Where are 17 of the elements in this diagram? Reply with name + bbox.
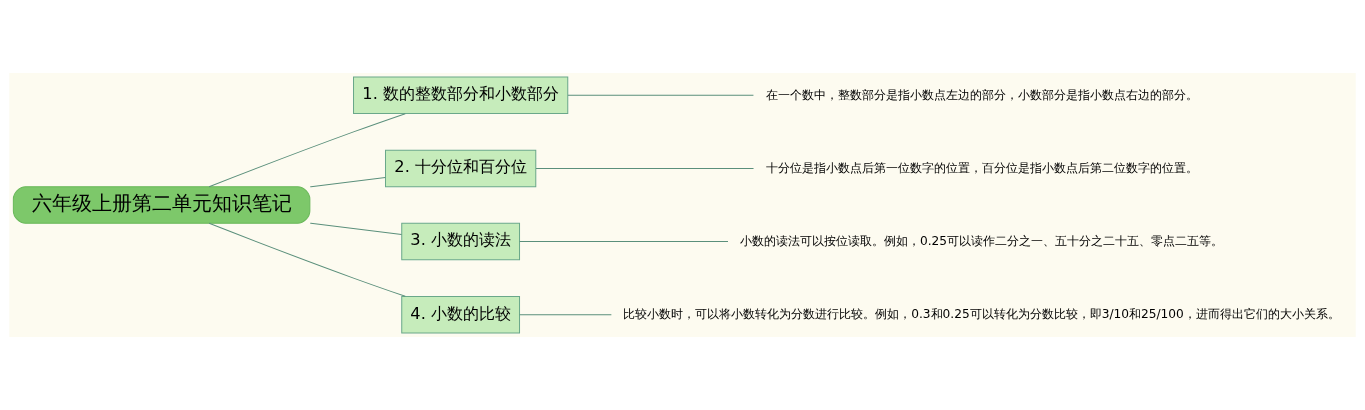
node-text: 比较小数时，可以将小数转化为分数进行比较。例如，0.3和0.25可以转化为分数比较，即3/10和25/100，进而得出它们的大小关系。 xyxy=(623,306,1340,321)
node-box: 2. 十分位和百分位 xyxy=(385,149,537,188)
node-box: 1. 数的整数部分和小数部分 xyxy=(353,76,569,115)
node-box: 3. 小数的读法 xyxy=(401,222,521,261)
connector xyxy=(309,222,403,235)
node-text: 十分位是指小数点后第一位数字的位置，百分位是指小数点后第二位数字的位置。 xyxy=(765,160,1198,175)
connector xyxy=(519,241,729,243)
connector xyxy=(567,94,754,96)
connector xyxy=(309,177,386,188)
node-text: 小数的读法可以按位读取。例如，0.25可以读作二分之一、五十分之二十五、零点二五等。 xyxy=(739,233,1224,248)
connector xyxy=(208,222,406,297)
connector xyxy=(535,167,755,169)
node-box: 4. 小数的比较 xyxy=(401,295,521,334)
connector xyxy=(519,314,612,316)
node-text: 在一个数中，整数部分是指小数点左边的部分，小数部分是指小数点右边的部分。 xyxy=(765,87,1198,102)
node-box: 六年级上册第二单元知识笔记 xyxy=(12,186,311,224)
connector xyxy=(208,113,406,188)
